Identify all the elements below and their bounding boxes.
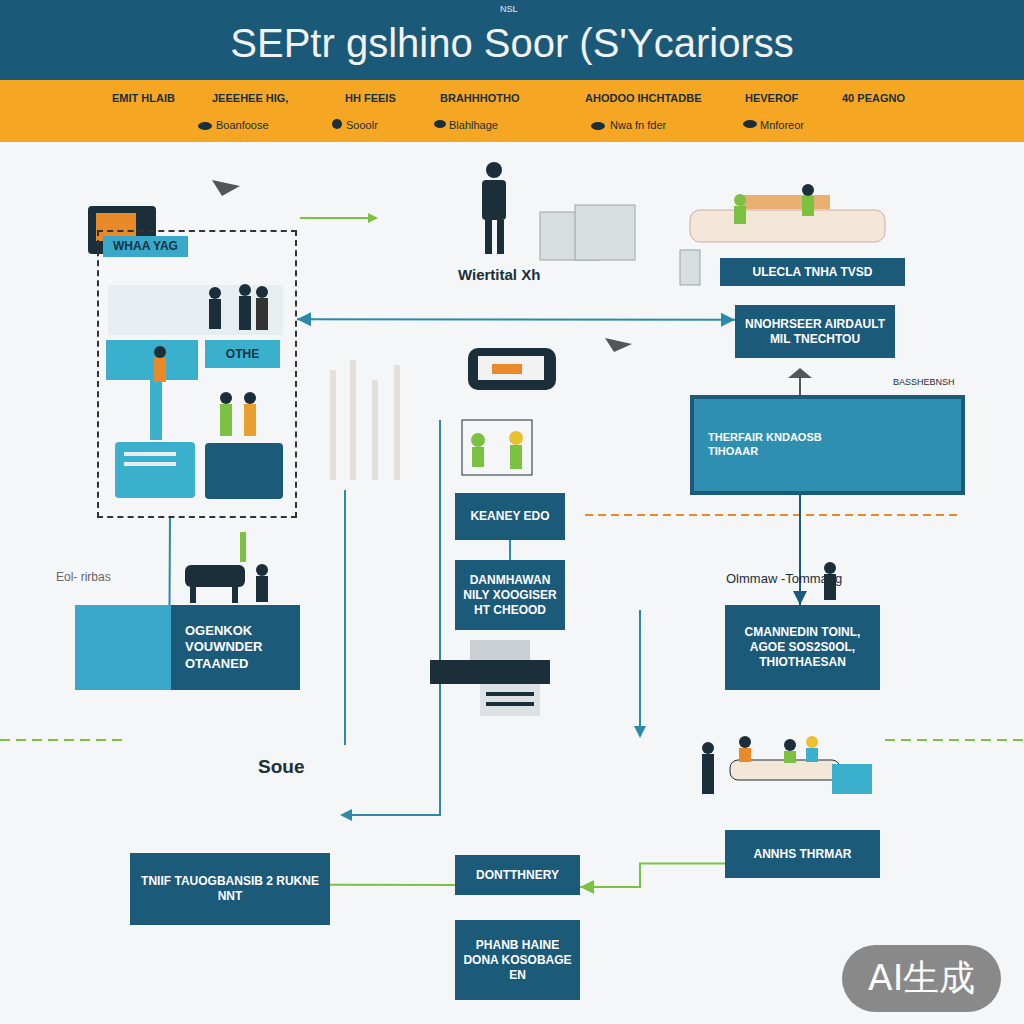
band-caption: Nwa fn fder [610, 119, 666, 131]
person [482, 162, 506, 254]
connector [799, 495, 801, 605]
dashed-line [585, 514, 960, 516]
pointer [605, 338, 632, 352]
arrow-line [300, 217, 368, 219]
connector [580, 864, 725, 887]
dashed-line [0, 739, 1024, 741]
connector [509, 540, 511, 560]
process-box: DANMHAWAN NILY XOOGISER HT CHEOOD [455, 560, 565, 630]
vehicle [468, 348, 556, 390]
arrowhead [368, 213, 378, 223]
side-label: Soue [258, 756, 304, 778]
machine [430, 640, 550, 716]
band-label: JEEEHEE HIG, [212, 92, 288, 104]
arrowhead [340, 809, 352, 821]
node-text: PHANB HAINE DONA KOSOBAGE EN [462, 938, 573, 983]
node-text: NNOHRSEER AIRDAULT [745, 317, 885, 332]
band-label: BRAHHHOTHO [440, 92, 519, 104]
node-text: DANMHAWAN NILY XOOGISER HT CHEOOD [462, 573, 558, 618]
band-caption: Boanfoose [216, 119, 269, 131]
process-box: PHANB HAINE DONA KOSOBAGE EN [455, 920, 580, 1000]
connector-line [639, 610, 641, 728]
band-label: HH FEEIS [345, 92, 396, 104]
lamp [788, 368, 812, 395]
frame-contents [106, 284, 283, 499]
screen-panel: THERFAIR KNDAOSBTIHOAAR [690, 395, 965, 495]
people [462, 420, 532, 475]
orange-band [0, 80, 1024, 142]
header-bar [0, 0, 1024, 80]
band-label: AHODOO IHCHTADBE [585, 92, 702, 104]
process-box: TNIIF TAUOGBANSIB 2 RUKNE NNT [130, 853, 330, 925]
node-text: THERFAIR KNDAOSB [708, 431, 822, 445]
watermark: AI生成 [842, 945, 1001, 1012]
connector-line [350, 420, 440, 815]
node-text: DONTTHNERY [476, 868, 559, 883]
process-box: KEANEY EDO [455, 493, 565, 540]
note-label: BASSHEBNSH [893, 377, 955, 387]
node-text: TNIIF TAUOGBANSIB 2 RUKNE NNT [137, 874, 323, 904]
process-box: ULECLA TNHA TVSD [720, 258, 905, 286]
header-text: NSL [500, 4, 518, 14]
node-text: TIHOAAR [708, 445, 758, 459]
process-box: CMANNEDIN TOINL, AGOE SOS2S0OL, THIOTHAE… [725, 605, 880, 690]
band-label: 40 PEAGNO [842, 92, 905, 104]
documents [540, 205, 700, 285]
band-caption: Blahlhage [449, 119, 498, 131]
side-label: Eol- rirbas [56, 570, 111, 584]
node-text: ANNHS THRMAR [754, 847, 852, 862]
workbench [690, 184, 885, 242]
side-label: Olmmaw -Tommang [726, 571, 842, 586]
node-text: WHAA YAG [103, 236, 188, 257]
people-group [702, 736, 872, 794]
band-label: EMIT HLAIB [112, 92, 175, 104]
node-text: OTHE [226, 347, 259, 362]
faint-bars [330, 360, 400, 480]
process-box: DONTTHNERY [455, 855, 580, 895]
connector-line [344, 490, 346, 745]
connector [297, 318, 735, 321]
dashed-frame: WHAA YAG OTHE [97, 230, 297, 518]
pointer [212, 180, 240, 196]
node-text: CMANNEDIN TOINL, AGOE SOS2S0OL, THIOTHAE… [732, 625, 873, 670]
arrowhead [634, 726, 646, 738]
band-caption: Sooolr [346, 119, 378, 131]
figures [185, 532, 268, 603]
node-text: MIL TNECHTOU [770, 332, 860, 347]
figure-label: Wiertital Xh [458, 266, 540, 283]
band-icons [198, 119, 757, 130]
band-caption: Mnforeor [760, 119, 804, 131]
node-text: ULECLA TNHA TVSD [753, 265, 873, 280]
connector [330, 884, 455, 886]
process-box: ANNHS THRMAR [725, 830, 880, 878]
process-box: NNOHRSEER AIRDAULTMIL TNECHTOU [735, 305, 895, 358]
node-text: KEANEY EDO [470, 509, 549, 524]
node-text: OGENKOK VOUWNDER OTAANED [185, 623, 293, 672]
process-box: OTHE [205, 340, 280, 368]
band-label: HEVEROF [745, 92, 798, 104]
connector [169, 518, 172, 605]
process-box: OGENKOK VOUWNDER OTAANED [75, 605, 300, 690]
